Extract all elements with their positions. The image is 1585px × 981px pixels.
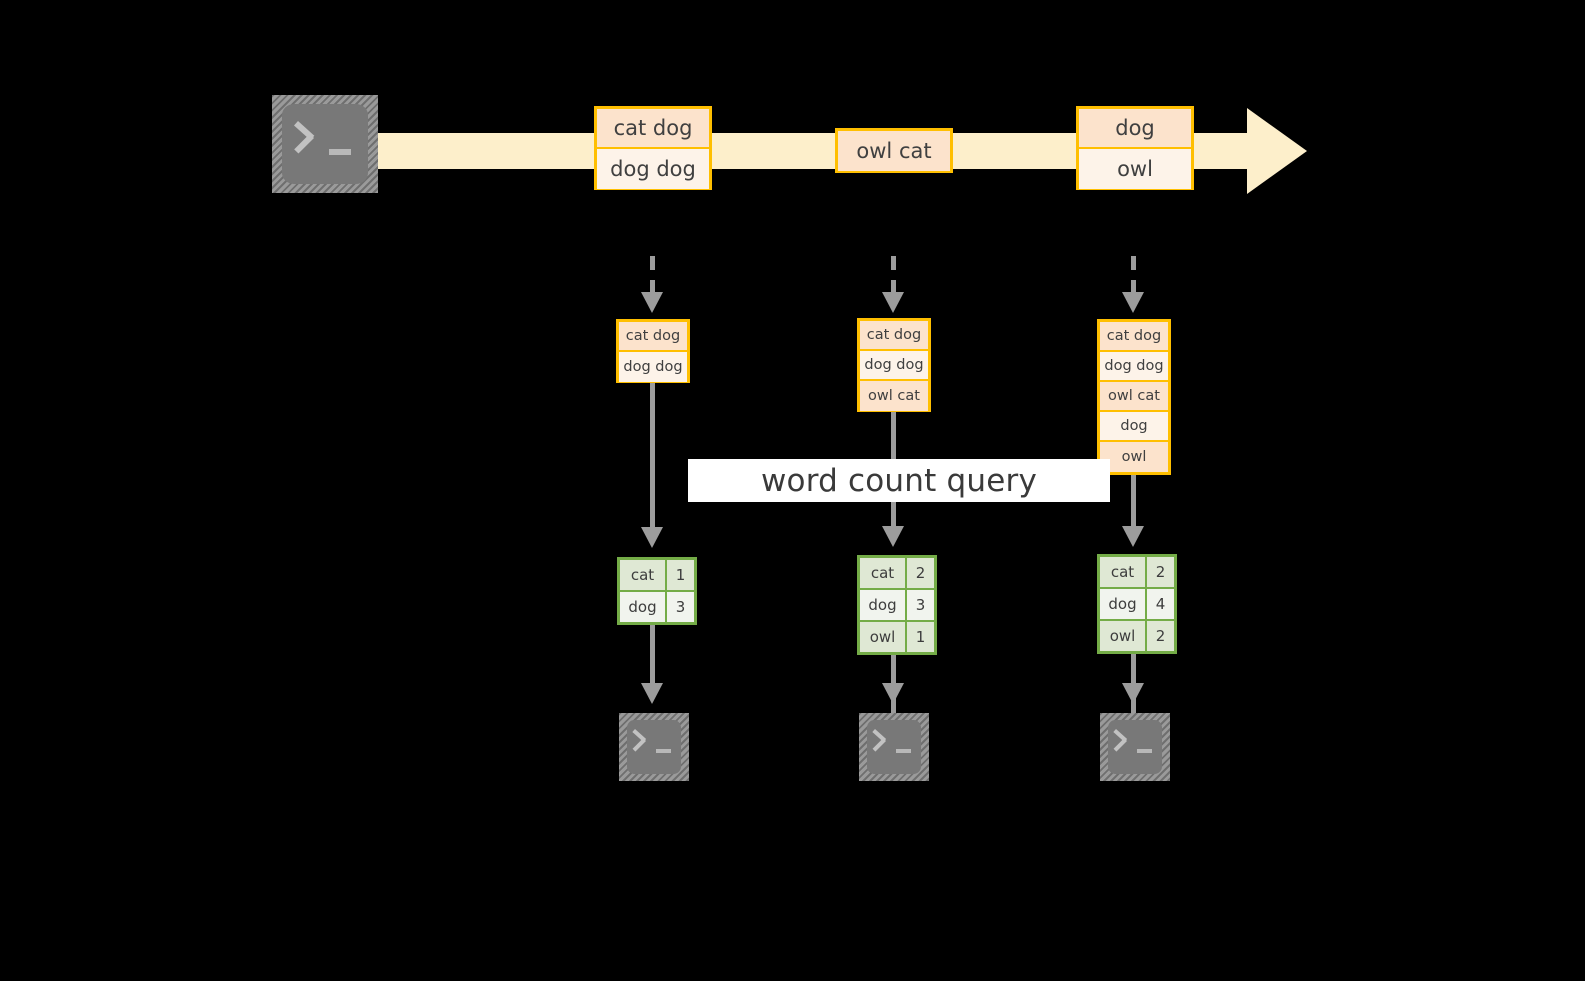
result-word: dog — [860, 590, 907, 620]
stream-event-3[interactable]: dog owl — [1076, 106, 1194, 190]
table-row: owl 1 — [860, 622, 934, 652]
stream-event-1[interactable]: cat dog dog dog — [594, 106, 712, 190]
snapshot-3-query-line — [1131, 475, 1136, 530]
result-count: 2 — [1147, 621, 1174, 651]
snapshot-2-sink-arrowhead — [882, 683, 904, 704]
snapshot-1-sink-arrowhead — [641, 683, 663, 704]
buffer-line: cat dog — [860, 321, 928, 351]
result-count: 2 — [1147, 557, 1174, 587]
snapshot-1-intake-arrowhead — [641, 292, 663, 313]
snapshot-2-result-table[interactable]: cat 2 dog 3 owl 1 — [857, 555, 937, 655]
snapshot-2-sink-terminal-icon[interactable] — [859, 713, 929, 781]
result-count: 1 — [667, 560, 694, 590]
buffer-line: dog dog — [619, 352, 687, 382]
snapshot-3-result-table[interactable]: cat 2 dog 4 owl 2 — [1097, 554, 1177, 654]
result-count: 1 — [907, 622, 934, 652]
event-line: dog — [1079, 109, 1191, 149]
table-row: cat 1 — [620, 560, 694, 592]
buffer-line: dog — [1100, 412, 1168, 442]
stream-arrowhead — [1247, 108, 1307, 194]
snapshot-1-buffer[interactable]: cat dog dog dog — [616, 319, 690, 383]
buffer-line: dog dog — [860, 351, 928, 381]
result-word: cat — [620, 560, 667, 590]
snapshot-3-sink-arrowhead — [1122, 683, 1144, 704]
event-line: dog dog — [597, 149, 709, 189]
snapshot-2-buffer[interactable]: cat dog dog dog owl cat — [857, 318, 931, 412]
snapshot-1-sink-terminal-icon[interactable] — [619, 713, 689, 781]
table-row: owl 2 — [1100, 621, 1174, 651]
snapshot-1-intake-line — [650, 256, 655, 294]
snapshot-1-result-table[interactable]: cat 1 dog 3 — [617, 557, 697, 625]
snapshot-2-intake-arrowhead — [882, 292, 904, 313]
snapshot-2-intake-line — [891, 256, 896, 294]
result-word: owl — [860, 622, 907, 652]
buffer-line: dog dog — [1100, 352, 1168, 382]
table-row: dog 4 — [1100, 589, 1174, 621]
buffer-line: owl — [1100, 442, 1168, 472]
snapshot-3-buffer[interactable]: cat dog dog dog owl cat dog owl — [1097, 319, 1171, 475]
result-word: dog — [1100, 589, 1147, 619]
result-word: cat — [860, 558, 907, 588]
snapshot-2-query-arrowhead — [882, 526, 904, 547]
buffer-line: cat dog — [619, 322, 687, 352]
stream-event-2[interactable]: owl cat — [835, 128, 953, 173]
event-line: owl cat — [838, 131, 950, 171]
result-count: 4 — [1147, 589, 1174, 619]
buffer-line: owl cat — [860, 381, 928, 411]
result-count: 3 — [667, 592, 694, 622]
table-row: cat 2 — [1100, 557, 1174, 589]
snapshot-3-intake-arrowhead — [1122, 292, 1144, 313]
snapshot-3-intake-line — [1131, 256, 1136, 294]
snapshot-1-query-arrowhead — [641, 527, 663, 548]
result-count: 2 — [907, 558, 934, 588]
event-line: owl — [1079, 149, 1191, 189]
buffer-line: cat dog — [1100, 322, 1168, 352]
table-row: cat 2 — [860, 558, 934, 590]
result-word: owl — [1100, 621, 1147, 651]
event-line: cat dog — [597, 109, 709, 149]
snapshot-3-sink-terminal-icon[interactable] — [1100, 713, 1170, 781]
buffer-line: owl cat — [1100, 382, 1168, 412]
table-row: dog 3 — [620, 592, 694, 622]
result-word: dog — [620, 592, 667, 622]
result-count: 3 — [907, 590, 934, 620]
snapshot-1-query-line — [650, 383, 655, 531]
result-word: cat — [1100, 557, 1147, 587]
snapshot-3-query-arrowhead — [1122, 526, 1144, 547]
source-terminal-icon[interactable] — [272, 95, 378, 193]
table-row: dog 3 — [860, 590, 934, 622]
query-label: word count query — [688, 459, 1110, 502]
snapshot-1-sink-line — [650, 625, 655, 685]
